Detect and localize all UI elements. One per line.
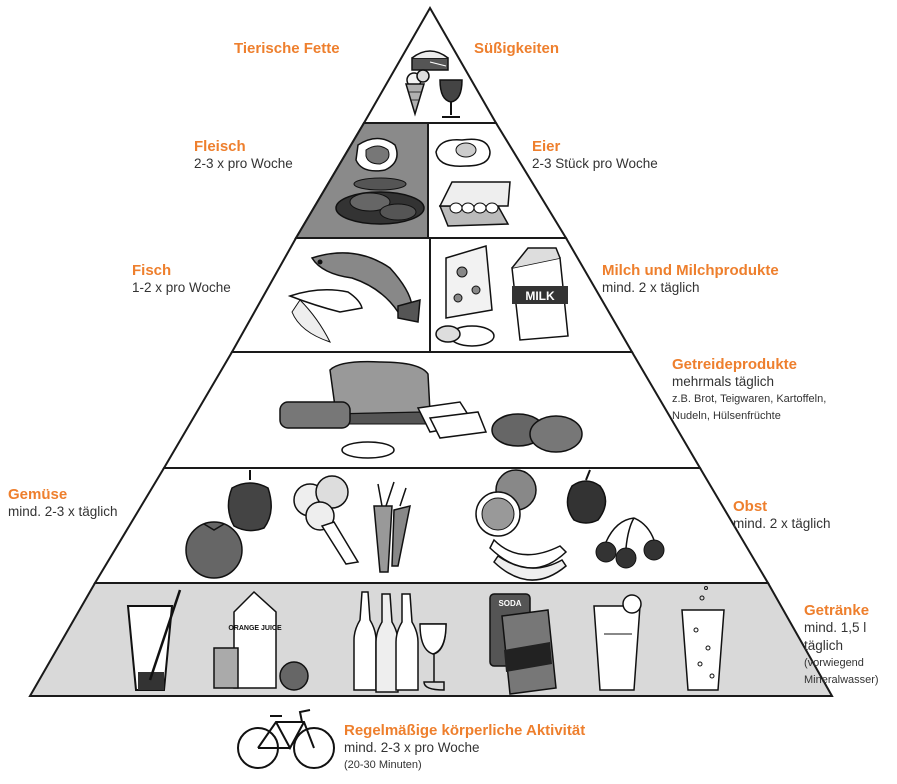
- freq-fisch: 1-2 x pro Woche: [132, 280, 231, 295]
- freq-getraenke-1: mind. 1,5 l: [804, 620, 867, 635]
- freq-getreide: mehrmals täglich: [672, 374, 775, 389]
- bottles-icon: [353, 591, 447, 693]
- group-fleisch: Fleisch 2-3 x pro Woche: [194, 138, 293, 173]
- freq-eier: 2-3 Stück pro Woche: [532, 156, 658, 171]
- group-getreide: Getreideprodukte mehrmals täglich z.B. B…: [672, 356, 826, 425]
- bread-icon: [279, 360, 488, 459]
- note-getreide-2: Nudeln, Hülsenfrüchte: [672, 410, 781, 422]
- bicycle-icon: [237, 709, 335, 769]
- milk-carton-icon: MILK: [511, 247, 569, 341]
- juice-label: ORANGE JUICE: [228, 625, 282, 632]
- group-fisch: Fisch 1-2 x pro Woche: [132, 262, 231, 297]
- label-milch: Milch und Milchprodukte: [602, 262, 779, 279]
- milk-label: MILK: [525, 289, 555, 303]
- group-gemuese: Gemüse mind. 2-3 x täglich: [8, 486, 118, 521]
- label-gemuese: Gemüse: [8, 486, 68, 503]
- freq-getraenke-2: täglich: [804, 638, 844, 653]
- label-fleisch: Fleisch: [194, 138, 246, 155]
- label-fisch: Fisch: [132, 262, 172, 279]
- freq-obst: mind. 2 x täglich: [733, 516, 831, 531]
- group-milch: Milch und Milchprodukte mind. 2 x täglic…: [602, 262, 779, 297]
- freq-aktivitaet: mind. 2-3 x pro Woche: [344, 740, 480, 755]
- banana-icon: [489, 538, 568, 581]
- label-eier: Eier: [532, 138, 561, 155]
- orange-icon: [475, 469, 537, 537]
- potato-icon: [491, 413, 583, 453]
- group-getraenke: Getränke mind. 1,5 l täglich (vorwiegend…: [804, 602, 879, 689]
- note-getraenke-2: Mineralwasser): [804, 674, 879, 686]
- fried-egg-icon: [435, 138, 491, 167]
- broccoli-icon: [293, 475, 360, 565]
- label-obst: Obst: [733, 498, 768, 515]
- label-getraenke: Getränke: [804, 602, 870, 619]
- label-aktivitaet: Regelmäßige körperliche Aktivität: [344, 722, 586, 739]
- egg-carton-icon: [438, 181, 511, 227]
- note-getreide-1: z.B. Brot, Teigwaren, Kartoffeln,: [672, 393, 827, 405]
- freq-milch: mind. 2 x täglich: [602, 280, 700, 295]
- fish-icon: [287, 252, 421, 343]
- pepper-icon: [227, 470, 272, 532]
- label-suessigkeiten: Süßigkeiten: [474, 40, 560, 57]
- group-eier: Eier 2-3 Stück pro Woche: [532, 138, 658, 173]
- freq-fleisch: 2-3 x pro Woche: [194, 156, 293, 171]
- label-getreide: Getreideprodukte: [672, 356, 798, 373]
- cheese-icon: [435, 245, 495, 347]
- cherry-icon: [595, 517, 665, 569]
- steak-icon: [355, 137, 398, 172]
- lemonade-glass-icon: [593, 594, 642, 691]
- group-obst: Obst mind. 2 x täglich: [733, 498, 831, 533]
- sparkling-glass-icon: [681, 586, 725, 691]
- cake-icon: [411, 50, 449, 71]
- apple-icon: [566, 469, 607, 524]
- chicken-icon: [335, 177, 425, 225]
- note-aktivitaet: (20-30 Minuten): [344, 759, 422, 771]
- wine-glass-icon: [439, 79, 463, 118]
- ice-cream-icon: [404, 69, 430, 117]
- juice-carton-icon: ORANGE JUICE: [213, 590, 309, 691]
- soda-label: SODA: [498, 599, 521, 608]
- freq-gemuese: mind. 2-3 x täglich: [8, 504, 118, 519]
- note-getraenke-1: (vorwiegend: [804, 657, 864, 669]
- label-tierische-fette: Tierische Fette: [234, 40, 340, 57]
- group-aktivitaet: Regelmäßige körperliche Aktivität mind. …: [344, 722, 585, 774]
- soda-can-icon: SODA: [489, 593, 557, 695]
- carrot-icon: [373, 481, 411, 573]
- water-glass-icon: [126, 589, 182, 691]
- tomato-icon: [185, 521, 243, 579]
